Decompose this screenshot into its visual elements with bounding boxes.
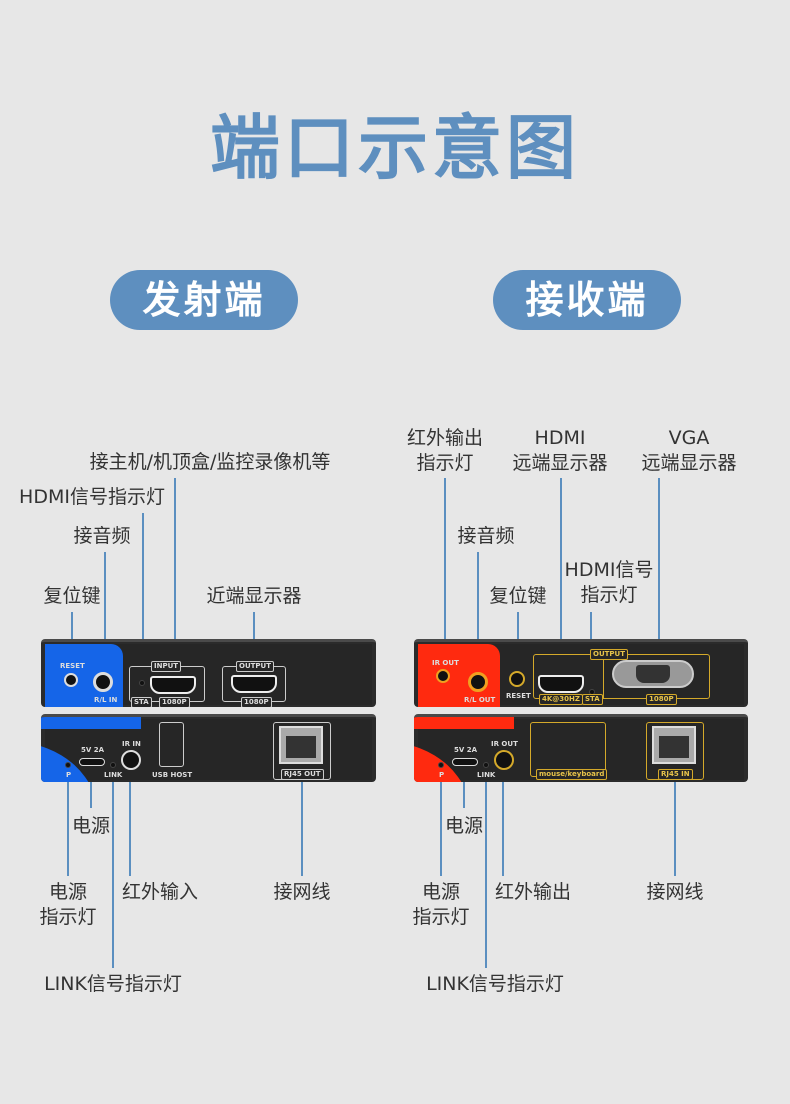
callout-hdmi-led: HDMI信号指示灯: [564, 559, 654, 606]
reset-label: RESET: [506, 692, 531, 700]
hdmi-input-port: [150, 676, 196, 694]
ir-jack: [494, 750, 514, 770]
power-spec-label: 5V 2A: [454, 746, 478, 754]
rj45-label: RJ45 IN: [658, 769, 693, 780]
usb-port: [159, 722, 184, 767]
rj45-port: [652, 726, 696, 764]
input-label: INPUT: [151, 661, 182, 672]
link-label: LINK: [104, 771, 123, 779]
audio-label: R/L OUT: [464, 696, 496, 704]
hdmi-output-port: [538, 675, 584, 693]
ir-label: IR IN: [122, 740, 141, 748]
power-spec-label: 5V 2A: [81, 746, 105, 754]
callout-ir-in: 红外输入: [121, 881, 199, 903]
audio-label: R/L IN: [94, 696, 118, 704]
input-res-label: 1080P: [159, 697, 190, 707]
sender-heading: 发射端: [110, 270, 298, 330]
sta-label: STA: [582, 694, 603, 705]
receiver-heading: 接收端: [493, 270, 681, 330]
sender-back-panel: P 5V 2A LINK IR IN USB HOST RJ45 OUT: [41, 714, 376, 782]
audio-jack: [93, 672, 113, 692]
audio-jack: [468, 672, 488, 692]
callout-ir-out: 红外输出: [494, 881, 572, 903]
callout-network: 接网线: [646, 881, 704, 903]
callout-power-led: 电源指示灯: [39, 881, 97, 928]
ir-led: [436, 669, 450, 683]
p-label: P: [439, 771, 445, 779]
usb-label: USB HOST: [152, 771, 193, 779]
link-led: [483, 762, 489, 768]
ir-out-label: IR OUT: [432, 659, 459, 667]
ir-jack: [121, 750, 141, 770]
callout-audio: 接音频: [457, 525, 515, 547]
vga-res-label: 1080P: [646, 694, 677, 705]
power-port: [452, 758, 478, 766]
callout-link-led: LINK信号指示灯: [426, 973, 564, 995]
link-led: [110, 762, 116, 768]
reset-button: [64, 673, 78, 687]
link-label: LINK: [477, 771, 496, 779]
hdmi-output-port: [231, 675, 277, 693]
page-title: 端口示意图: [210, 107, 580, 189]
usb-label: mouse/keyboard: [536, 769, 608, 780]
callout-hdmi-led: HDMI信号指示灯: [19, 486, 165, 508]
callout-reset: 复位键: [43, 585, 101, 607]
callout-audio: 接音频: [73, 525, 131, 547]
output-label: OUTPUT: [236, 661, 274, 672]
power-led: [65, 762, 71, 768]
callout-ir-led: 红外输出指示灯: [406, 427, 484, 474]
callout-power: 电源: [444, 815, 484, 837]
sta-led: [139, 680, 145, 686]
callout-near-display: 近端显示器: [206, 585, 302, 607]
power-led: [438, 762, 444, 768]
ir-label: IR OUT: [491, 740, 518, 748]
rj45-label: RJ45 OUT: [281, 769, 324, 780]
power-port: [79, 758, 105, 766]
rj45-port: [279, 726, 323, 764]
vga-port: [612, 660, 694, 688]
p-label: P: [66, 771, 72, 779]
callout-network: 接网线: [273, 881, 331, 903]
callout-power-led: 电源指示灯: [412, 881, 470, 928]
sender-front-panel: RESET R/L IN INPUT STA 1080P OUTPUT 1080…: [41, 639, 376, 707]
callout-link-led: LINK信号指示灯: [44, 973, 182, 995]
output-label: OUTPUT: [590, 649, 628, 660]
reset-label: RESET: [60, 662, 85, 670]
sta-label: STA: [131, 697, 152, 707]
receiver-front-panel: IR OUT R/L OUT RESET OUTPUT 4K@30HZ STA …: [414, 639, 748, 707]
callout-power: 电源: [71, 815, 111, 837]
hdmi-res-label: 4K@30HZ: [539, 694, 583, 705]
callout-reset: 复位键: [489, 585, 547, 607]
output-res-label: 1080P: [241, 697, 272, 707]
callout-host: 接主机/机顶盒/监控录像机等: [89, 451, 331, 473]
reset-button: [509, 671, 525, 687]
receiver-back-panel: P 5V 2A LINK IR OUT mouse/keyboard RJ45 …: [414, 714, 748, 782]
